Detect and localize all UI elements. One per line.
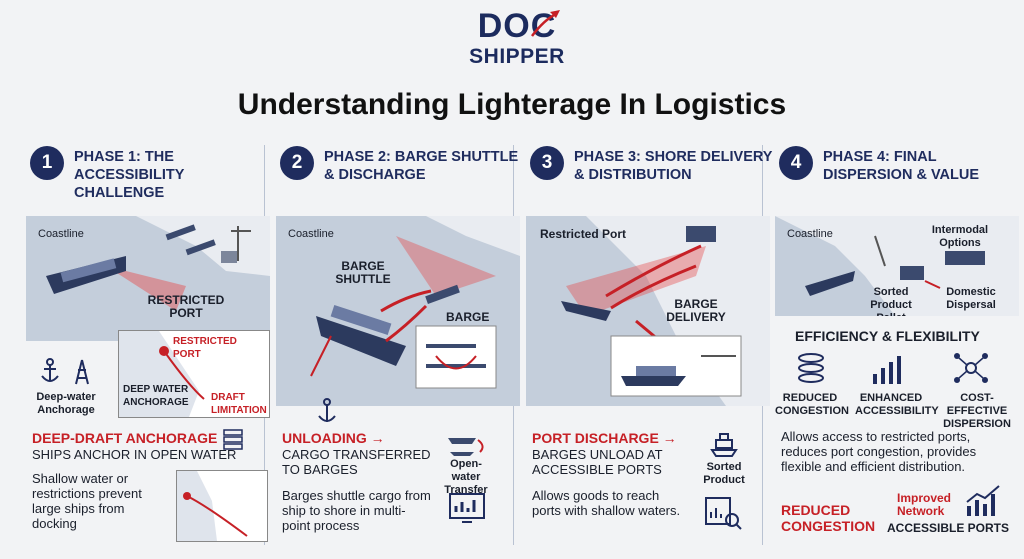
- phase-2-column: 2 PHASE 2: BARGE SHUTTLE & DISCHARGE Coa…: [276, 140, 526, 555]
- restricted-port-label: RESTRICTED PORT: [147, 293, 225, 320]
- reduced-congestion-heading: REDUCED CONGESTION: [781, 502, 876, 534]
- sorted-product-label: Sorted Product: [703, 461, 745, 486]
- phase-title: PHASE 2: BARGE SHUTTLE & DISCHARGE: [324, 149, 519, 183]
- inset-restricted-port-label: RESTRICTED PORT: [173, 336, 237, 360]
- section-heading: PORT DISCHARGE →: [532, 430, 677, 446]
- phase-number: 4: [779, 146, 813, 180]
- accessible-ports-label: ACCESSIBLE PORTS: [887, 521, 1010, 535]
- phase-1-inset-map: RESTRICTED PORT DEEP WATER ANCHORAGE DRA…: [118, 330, 270, 418]
- phase-title: PHASE 4: FINAL DISPERSION & VALUE: [823, 149, 980, 183]
- barge-icon: [561, 301, 611, 321]
- section-body: Barges shuttle cargo from ship to shore …: [282, 488, 431, 533]
- inset-draft-limitation-label: DRAFT LIMITATION: [211, 392, 267, 416]
- coin-stack-icon: [798, 353, 824, 383]
- benefit-label: ENHANCED ACCESSIBILITY: [855, 392, 939, 417]
- phase-1-map: Coastline RESTRICTED PORT: [26, 216, 270, 341]
- network-icon: [954, 353, 988, 383]
- phase-3-map: Restricted Port BARGE DELIVERY: [526, 216, 770, 406]
- coastline-label: Coastline: [38, 228, 84, 240]
- sorted-pallet-label: Sorted Product Pallet: [870, 286, 912, 316]
- section-subheading: BARGES UNLOAD AT ACCESSIBLE PORTS: [532, 447, 663, 477]
- phase-title: PHASE 3: SHORE DELIVERY & DISTRIBUTION: [574, 149, 773, 183]
- phase-4-header: 4 PHASE 4: FINAL DISPERSION & VALUE: [775, 146, 1024, 206]
- section-subheading: CARGO TRANSFERRED TO BARGES: [282, 447, 431, 477]
- benefit-label: COST-EFFECTIVE DISPERSION: [943, 392, 1011, 430]
- domestic-dispersal-label: Domestic Dispersal: [946, 286, 996, 311]
- phase-number: 1: [30, 146, 64, 180]
- plane-icon: [531, 10, 560, 37]
- document-search-icon: [705, 497, 742, 530]
- phase-number: 3: [530, 146, 564, 180]
- phase-1-column: 1 PHASE 1: THE ACCESSIBILITY CHALLENGE C…: [26, 140, 276, 555]
- section-subheading: SHIPS ANCHOR IN OPEN WATER: [32, 447, 237, 462]
- container-ship-icon: [46, 256, 126, 294]
- coastline-label: Coastline: [787, 228, 833, 240]
- bar-growth-icon: [873, 356, 901, 384]
- coastline-label: Coastline: [288, 228, 334, 240]
- container-ship-icon: [316, 305, 406, 366]
- growth-chart-icon: [966, 485, 1000, 516]
- logo-doc-text: DOC: [477, 7, 557, 45]
- server-icon: [223, 429, 243, 450]
- phase-1-route-map: [176, 470, 268, 542]
- monitor-chart-icon: [449, 493, 485, 523]
- phase-3-header: 3 PHASE 3: SHORE DELIVERY & DISTRIBUTION: [526, 146, 776, 206]
- benefit-label: REDUCED CONGESTION: [775, 392, 849, 417]
- improved-network-label: Improved Network: [897, 491, 952, 518]
- phase-1-header: 1 PHASE 1: THE ACCESSIBILITY CHALLENGE: [26, 146, 276, 206]
- restricted-port-label: Restricted Port: [540, 227, 627, 241]
- section-body: Shallow water or restrictions prevent la…: [32, 471, 142, 531]
- deep-water-anchorage-label: Deep-water Anchorage: [36, 391, 96, 416]
- section-body: Allows access to restricted ports, reduc…: [781, 429, 977, 474]
- intermodal-options-label: Intermodal Options: [931, 224, 989, 249]
- phase-2-map: Coastline BARGE SHUTTLE BARGE: [276, 216, 520, 406]
- phase-3-column: 3 PHASE 3: SHORE DELIVERY & DISTRIBUTION…: [526, 140, 776, 555]
- docshipper-logo: DOC SHIPPER: [462, 6, 572, 84]
- phase-number: 2: [280, 146, 314, 180]
- barge-transfer-icon: [448, 438, 484, 456]
- phase-title: PHASE 1: THE ACCESSIBILITY CHALLENGE: [74, 149, 185, 201]
- section-heading: DEEP-DRAFT ANCHORAGE: [32, 430, 218, 446]
- section-body: Allows goods to reach ports with shallow…: [532, 488, 681, 518]
- phase-4-column: 4 PHASE 4: FINAL DISPERSION & VALUE Coas…: [775, 140, 1024, 555]
- anchor-icon: [41, 358, 89, 385]
- barge-delivery-label: BARGE DELIVERY: [666, 297, 726, 324]
- barge-label: BARGE: [446, 310, 490, 324]
- efficiency-heading: EFFICIENCY & FLEXIBILITY: [795, 328, 980, 344]
- anchor-icon: [318, 398, 336, 422]
- inset-deep-water-label: DEEP WATER ANCHORAGE: [123, 384, 189, 408]
- barge-shuttle-label: BARGE SHUTTLE: [335, 259, 391, 286]
- phase-2-header: 2 PHASE 2: BARGE SHUTTLE & DISCHARGE: [276, 146, 526, 206]
- logo-shipper-text: SHIPPER: [469, 45, 565, 68]
- phase-4-map: Coastline Intermodal Options Sorted Prod…: [775, 216, 1019, 316]
- ship-front-icon: [710, 433, 738, 457]
- page-title: Understanding Lighterage In Logistics: [237, 88, 787, 121]
- section-heading: UNLOADING →: [282, 430, 385, 446]
